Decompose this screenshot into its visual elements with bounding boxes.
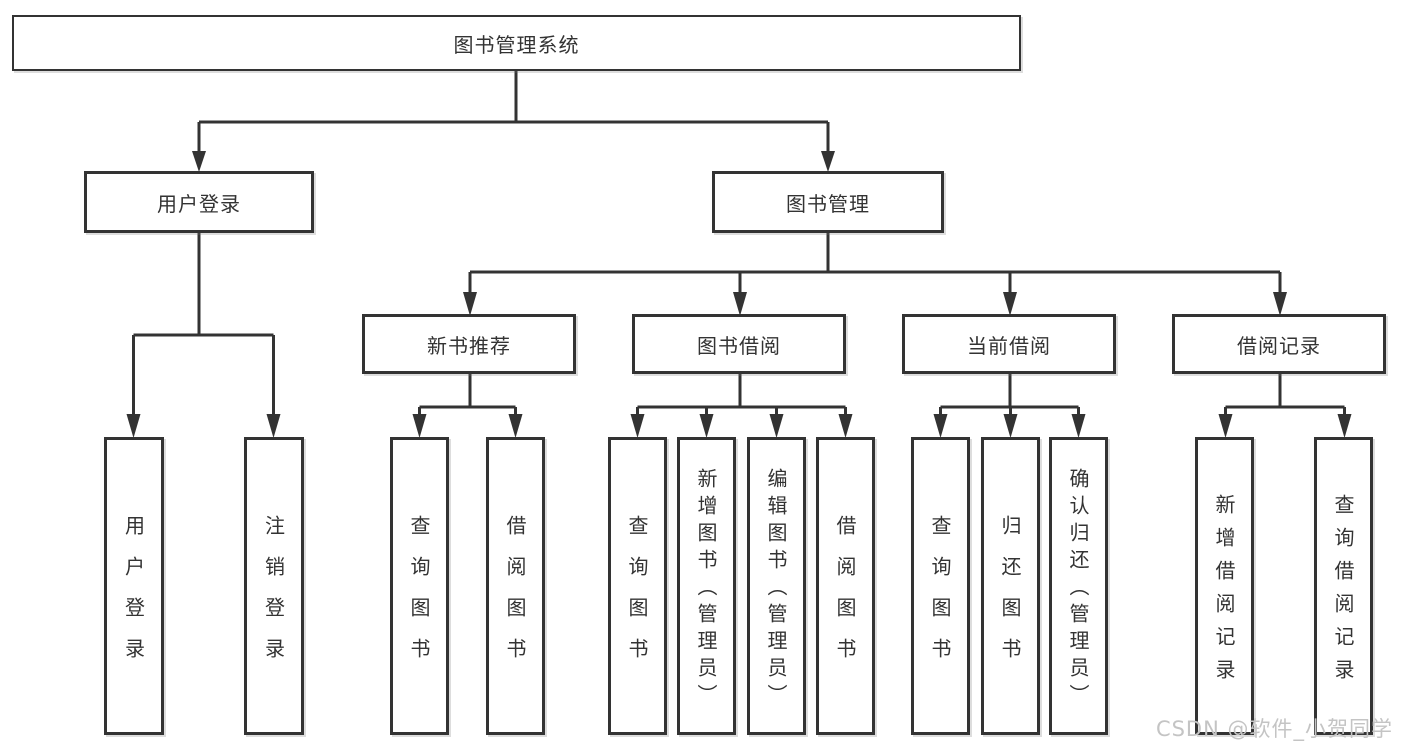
csdn-watermark: CSDN @软件_小贺同学 (1155, 717, 1393, 741)
leaf-borrowing-borrow-books-label: 借阅图书 (833, 514, 857, 679)
node-user-login-label: 用户登录 (157, 191, 241, 216)
leaf-records-query-record-label: 查询借阅记录 (1331, 493, 1355, 692)
node-user-login: 用户登录 (84, 171, 314, 233)
leaf-borrowing-add-books-admin-label: 新增图书（管理员） (694, 468, 718, 711)
node-book-management-label: 图书管理 (786, 191, 870, 216)
leaf-user-login-label: 用户登录 (121, 514, 146, 679)
leaf-current-return-books: 归还图书 (981, 437, 1040, 735)
leaf-current-confirm-return-admin-label: 确认归还（管理员） (1066, 468, 1090, 711)
leaf-borrowing-query-books-label: 查询图书 (625, 514, 649, 679)
leaf-borrowing-add-books-admin: 新增图书（管理员） (677, 437, 736, 735)
connector-current-to-leaves (939, 373, 1080, 418)
leaf-records-query-record: 查询借阅记录 (1314, 437, 1373, 735)
leaf-current-query-books: 查询图书 (911, 437, 970, 735)
node-borrowing-records: 借阅记录 (1172, 314, 1386, 374)
node-current-borrowing-label: 当前借阅 (967, 333, 1051, 358)
node-current-borrowing: 当前借阅 (902, 314, 1116, 374)
leaf-recommend-query-books-label: 查询图书 (407, 514, 431, 679)
leaf-borrowing-edit-books-admin: 编辑图书（管理员） (747, 437, 806, 735)
leaf-borrowing-edit-books-admin-label: 编辑图书（管理员） (764, 468, 788, 711)
node-borrowing-records-label: 借阅记录 (1237, 333, 1321, 358)
node-root-label: 图书管理系统 (453, 32, 580, 57)
leaf-records-add-record: 新增借阅记录 (1195, 437, 1254, 735)
leaf-current-confirm-return-admin: 确认归还（管理员） (1049, 437, 1108, 735)
leaf-logout: 注销登录 (244, 437, 304, 735)
leaf-recommend-borrow-books: 借阅图书 (486, 437, 545, 735)
connector-borrow-to-leaves (636, 373, 847, 418)
connector-recommend-to-leaves (418, 373, 517, 418)
node-new-book-recommend-label: 新书推荐 (427, 333, 511, 358)
connector-userlogin-to-leaves (132, 232, 275, 418)
node-root-system: 图书管理系统 (12, 15, 1021, 71)
leaf-borrowing-query-books: 查询图书 (608, 437, 667, 735)
leaf-logout-label: 注销登录 (261, 514, 286, 679)
node-new-book-recommend: 新书推荐 (362, 314, 576, 374)
connector-records-to-leaves (1224, 373, 1346, 418)
leaf-recommend-query-books: 查询图书 (390, 437, 449, 735)
leaf-current-return-books-label: 归还图书 (998, 514, 1022, 679)
node-book-borrowing-label: 图书借阅 (697, 333, 781, 358)
node-book-management: 图书管理 (712, 171, 944, 233)
leaf-borrowing-borrow-books: 借阅图书 (816, 437, 875, 735)
leaf-user-login: 用户登录 (104, 437, 164, 735)
node-book-borrowing: 图书借阅 (632, 314, 846, 374)
connector-bookmgmt-to-level3 (468, 232, 1282, 296)
leaf-records-add-record-label: 新增借阅记录 (1212, 493, 1236, 692)
leaf-current-query-books-label: 查询图书 (928, 514, 952, 679)
leaf-recommend-borrow-books-label: 借阅图书 (503, 514, 527, 679)
arrowheads (126, 151, 1352, 438)
connector-root-to-level2 (197, 70, 830, 153)
